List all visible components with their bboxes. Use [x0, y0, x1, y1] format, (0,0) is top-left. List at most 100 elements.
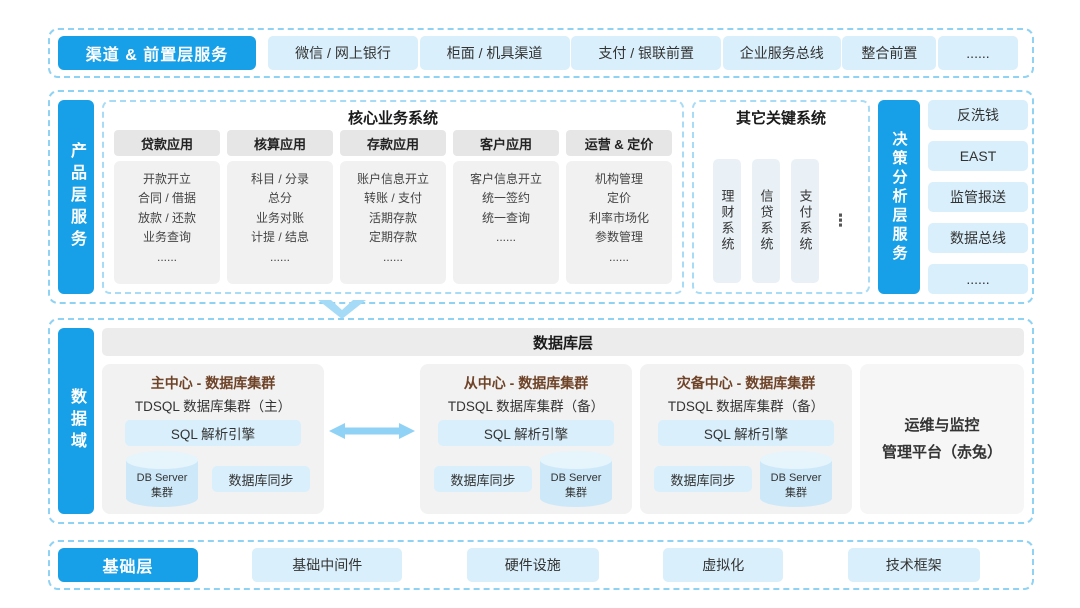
channel-item-more: ...... — [937, 36, 1018, 70]
core-item: 账户信息开立 — [356, 172, 429, 186]
core-item: ...... — [608, 249, 629, 264]
core-column-body: 开款开立 合同 / 借据 放款 / 还款 业务查询 ...... — [114, 161, 220, 284]
core-item: ...... — [382, 249, 403, 264]
channel-item-esb: 企业服务总线 — [722, 36, 841, 70]
db-sync-chip: 数据库同步 — [434, 466, 532, 492]
base-item-middleware: 基础中间件 — [252, 548, 403, 582]
other-system-payment: 支付系统 — [791, 159, 819, 283]
core-item: 机构管理 — [594, 172, 643, 186]
other-system-wealth: 理财系统 — [713, 159, 741, 283]
core-item: 客户信息开立 — [469, 172, 542, 186]
other-system-credit: 信贷系统 — [752, 159, 780, 283]
cluster-subtitle: TDSQL 数据库集群（备） — [667, 399, 825, 414]
db-server-label: DB Server — [137, 472, 188, 484]
core-item: 定期存款 — [368, 230, 417, 245]
channel-item-counter: 柜面 / 机具渠道 — [419, 36, 570, 70]
core-column-header: 客户应用 — [453, 130, 559, 156]
core-column-body: 账户信息开立 转账 / 支付 活期存款 定期存款 ...... — [340, 161, 446, 284]
channel-item-integration: 整合前置 — [842, 36, 937, 70]
db-server-label: DB Server — [551, 472, 602, 484]
core-item: 业务对账 — [255, 210, 304, 225]
core-column-customer: 客户应用 客户信息开立 统一签约 统一查询 ...... — [453, 130, 559, 284]
core-item: 放款 / 还款 — [137, 210, 196, 225]
base-layer-label: 基础层 — [58, 548, 198, 582]
core-item: 参数管理 — [594, 230, 643, 245]
core-item: ...... — [269, 249, 290, 264]
base-layer-items: 基础中间件 硬件设施 虚拟化 技术框架 — [220, 548, 1012, 582]
core-system-title: 核心业务系统 — [347, 110, 438, 127]
product-layer-section: 产品层服务 核心业务系统 贷款应用 开款开立 合同 / 借据 放款 / 还款 业… — [48, 90, 1034, 304]
ops-monitoring-platform: 运维与监控 管理平台（赤兔） — [860, 364, 1024, 514]
vertical-ellipsis-icon: ⋮ — [832, 211, 849, 230]
core-column-header: 运营 & 定价 — [566, 130, 672, 156]
cluster-title: 从中心 - 数据库集群 — [463, 375, 589, 391]
clusters-row: 主中心 - 数据库集群 TDSQL 数据库集群（主） SQL 解析引擎 DB S… — [102, 364, 1024, 514]
data-domain-label: 数据域 — [58, 328, 94, 514]
channel-item-payment-unionpay: 支付 / 银联前置 — [571, 36, 722, 70]
cluster-title: 主中心 - 数据库集群 — [150, 375, 276, 391]
ops-platform-line1: 运维与监控 — [904, 417, 980, 434]
db-server-label-2: 集群 — [785, 485, 807, 499]
core-item: ...... — [156, 249, 177, 264]
cluster-subtitle: TDSQL 数据库集群（备） — [447, 399, 605, 414]
cluster-title: 灾备中心 - 数据库集群 — [676, 375, 816, 391]
core-item: 科目 / 分录 — [250, 172, 309, 186]
core-columns: 贷款应用 开款开立 合同 / 借据 放款 / 还款 业务查询 ...... 核算… — [114, 130, 672, 284]
sql-engine-chip: SQL 解析引擎 — [125, 420, 301, 446]
decision-item-east: EAST — [928, 141, 1028, 171]
db-server-cylinder-icon: DB Server 集群 — [756, 450, 836, 513]
core-item: 计提 / 结息 — [250, 230, 309, 245]
decision-item-aml: 反洗钱 — [928, 100, 1028, 130]
core-item: 定价 — [606, 191, 631, 206]
core-item: 转账 / 支付 — [363, 191, 422, 206]
product-layer-label: 产品层服务 — [58, 100, 94, 294]
core-system-box: 核心业务系统 贷款应用 开款开立 合同 / 借据 放款 / 还款 业务查询 ..… — [102, 100, 684, 294]
channel-layer-label: 渠道 & 前置层服务 — [58, 36, 256, 70]
db-sync-chip: 数据库同步 — [212, 466, 310, 492]
data-domain-section: 数据域 数据库层 主中心 - 数据库集群 TDSQL 数据库集群（主） SQL … — [48, 318, 1034, 524]
db-cluster-disaster-recovery: 灾备中心 - 数据库集群 TDSQL 数据库集群（备） SQL 解析引擎 数据库… — [640, 364, 852, 514]
core-column-body: 客户信息开立 统一签约 统一查询 ...... — [453, 161, 559, 284]
core-item: 业务查询 — [142, 230, 191, 245]
core-column-loan: 贷款应用 开款开立 合同 / 借据 放款 / 还款 业务查询 ...... — [114, 130, 220, 284]
db-server-label-2: 集群 — [151, 485, 173, 499]
core-column-accounting: 核算应用 科目 / 分录 总分 业务对账 计提 / 结息 ...... — [227, 130, 333, 284]
core-column-operation-pricing: 运营 & 定价 机构管理 定价 利率市场化 参数管理 ...... — [566, 130, 672, 284]
base-item-hardware: 硬件设施 — [466, 548, 599, 582]
core-item: 统一签约 — [481, 191, 530, 206]
core-column-header: 贷款应用 — [114, 130, 220, 156]
decision-layer-label: 决策分析层服务 — [878, 100, 920, 294]
decision-item-regulatory-report: 监管报送 — [928, 182, 1028, 212]
db-cluster-primary: 主中心 - 数据库集群 TDSQL 数据库集群（主） SQL 解析引擎 DB S… — [102, 364, 324, 514]
db-layer-header: 数据库层 — [102, 328, 1024, 356]
other-systems-items: 理财系统 信贷系统 支付系统 ⋮ — [694, 156, 868, 286]
core-column-body: 机构管理 定价 利率市场化 参数管理 ...... — [566, 161, 672, 284]
base-item-framework: 技术框架 — [847, 548, 980, 582]
ops-platform-line2: 管理平台（赤兔） — [881, 444, 1002, 461]
core-item: 利率市场化 — [588, 210, 649, 225]
db-server-label: DB Server — [771, 472, 822, 484]
cluster-subtitle: TDSQL 数据库集群（主） — [134, 399, 292, 414]
decision-item-data-bus: 数据总线 — [928, 223, 1028, 253]
db-sync-chip: 数据库同步 — [654, 466, 752, 492]
db-server-label-2: 集群 — [565, 485, 587, 499]
core-item: 合同 / 借据 — [137, 191, 196, 206]
channel-layer-items: 微信 / 网上银行 柜面 / 机具渠道 支付 / 银联前置 企业服务总线 整合前… — [268, 36, 1018, 70]
decision-item-more: ...... — [928, 264, 1028, 294]
db-server-cylinder-icon: DB Server 集群 — [536, 450, 616, 513]
flow-down-arrow-icon — [318, 300, 366, 319]
channel-item-wechat-ebank: 微信 / 网上银行 — [268, 36, 418, 70]
sql-engine-chip: SQL 解析引擎 — [658, 420, 834, 446]
replication-arrow-icon — [329, 423, 415, 439]
core-item: 开款开立 — [142, 172, 191, 186]
core-item: ...... — [495, 230, 516, 245]
core-column-header: 核算应用 — [227, 130, 333, 156]
channel-layer-section: 渠道 & 前置层服务 微信 / 网上银行 柜面 / 机具渠道 支付 / 银联前置… — [48, 28, 1034, 78]
core-item: 统一查询 — [481, 210, 530, 225]
decision-layer-items: 反洗钱 EAST 监管报送 数据总线 ...... — [928, 100, 1028, 294]
core-column-deposit: 存款应用 账户信息开立 转账 / 支付 活期存款 定期存款 ...... — [340, 130, 446, 284]
base-item-virtualization: 虚拟化 — [663, 548, 784, 582]
core-item: 活期存款 — [368, 210, 417, 225]
core-column-body: 科目 / 分录 总分 业务对账 计提 / 结息 ...... — [227, 161, 333, 284]
